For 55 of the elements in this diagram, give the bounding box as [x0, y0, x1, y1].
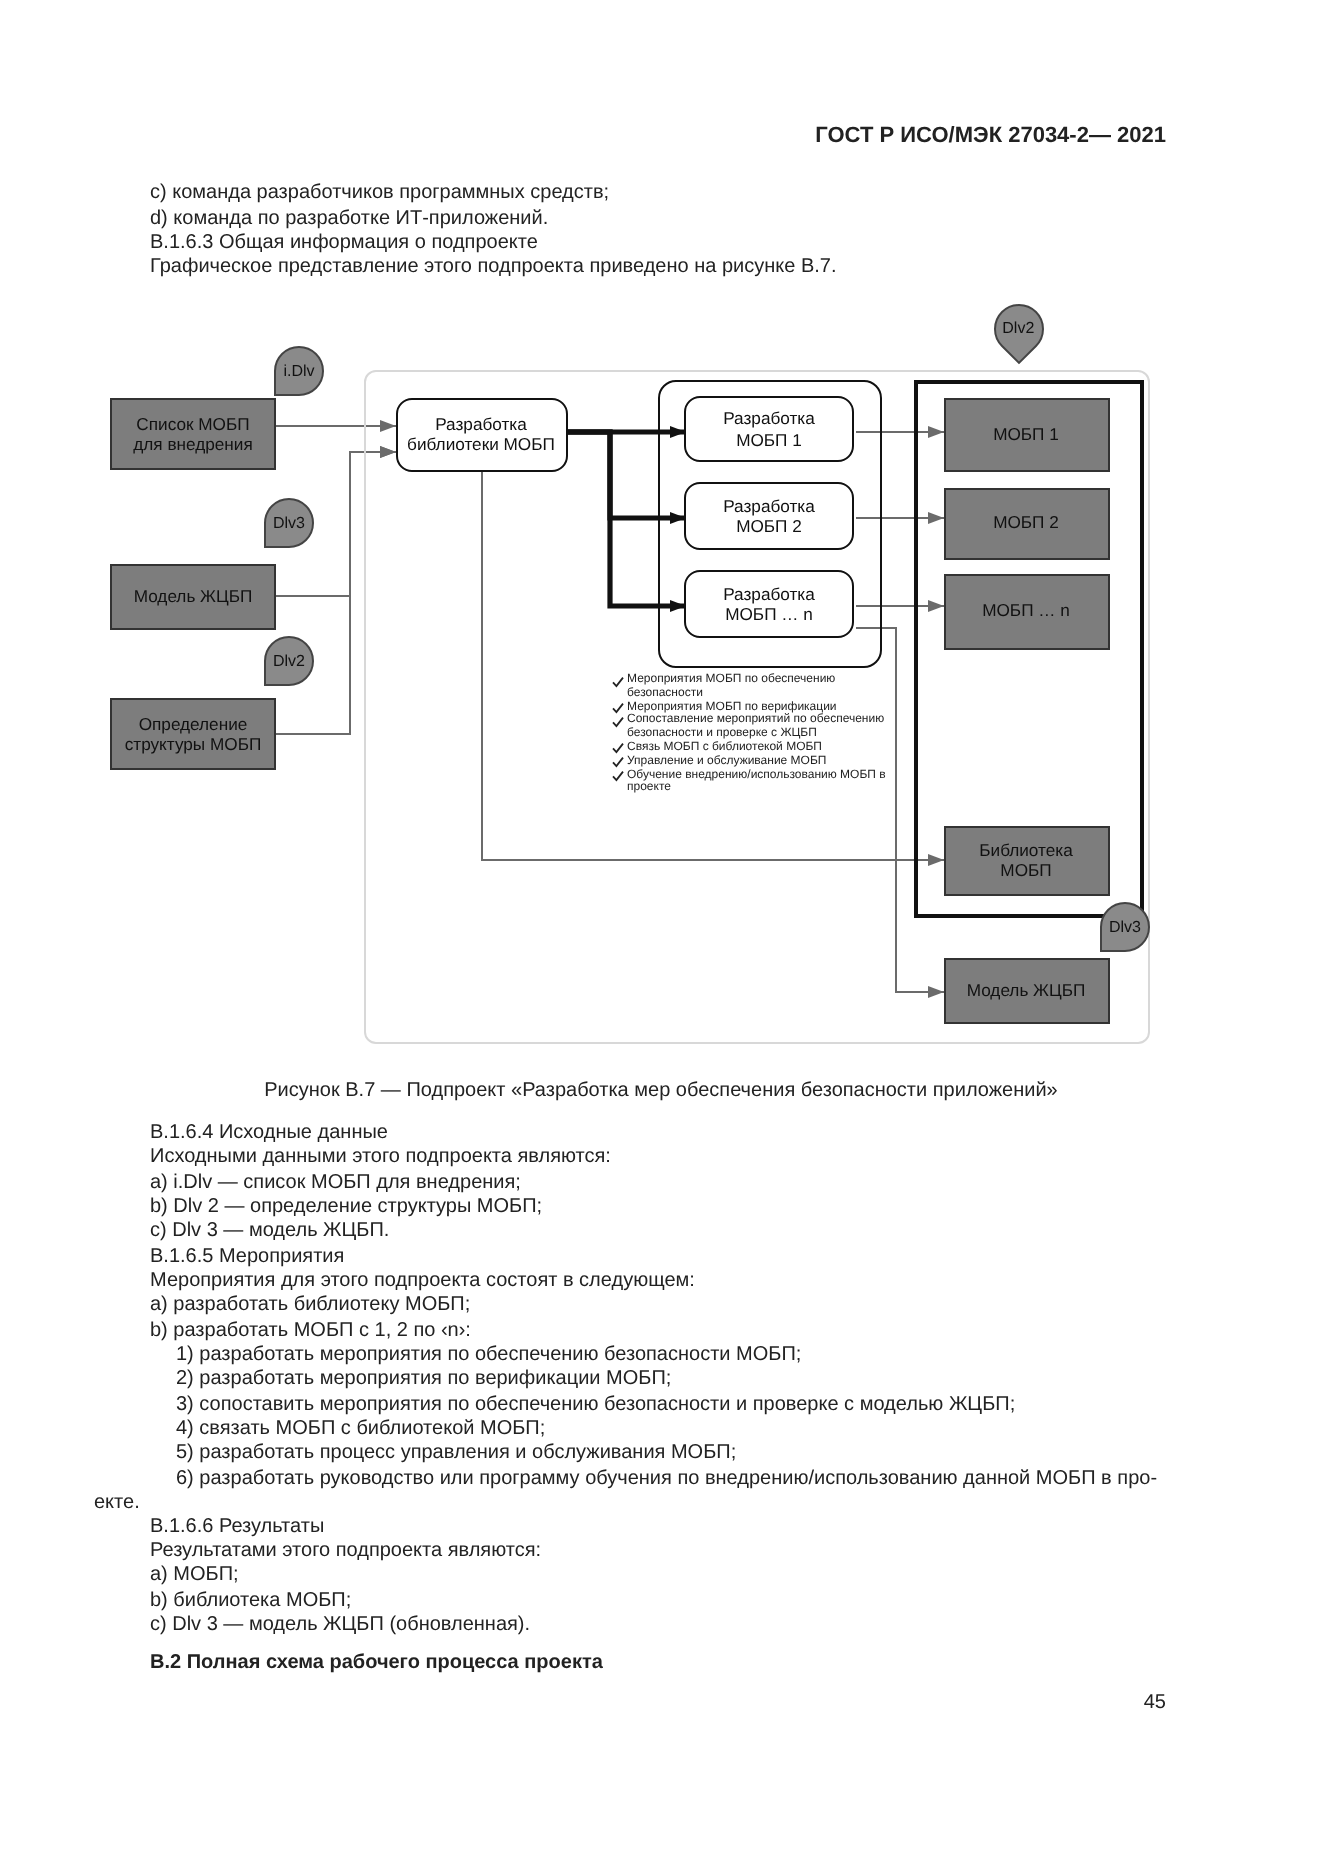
figure-caption: Рисунок В.7 — Подпроект «Разработка мер обеспечения безопасности приложений»	[262, 1080, 1060, 1104]
text-line: b) Dlv 2 — определение структуры МОБП;	[150, 1196, 543, 1220]
artifact-box: МОБП 1	[943, 397, 1109, 471]
text-line: a) разработать библиотеку МОБП;	[150, 1294, 471, 1318]
arrow	[275, 446, 397, 735]
arrow	[855, 512, 945, 524]
output-frame	[913, 379, 1143, 917]
text-line: Результатами этого подпроекта являются:	[150, 1540, 542, 1564]
artifact-box: Библиотека МОБП	[943, 825, 1109, 895]
arrow	[855, 600, 945, 612]
text-line: В.1.6.5 Мероприятия	[150, 1246, 345, 1270]
text-line: Исходными данными этого подпроекта являются:	[150, 1146, 611, 1170]
text-line: a) МОБП;	[150, 1564, 239, 1588]
text-line: 5) разработать процесс управления и обслуживания МОБП;	[176, 1442, 737, 1466]
arrow	[481, 471, 945, 866]
artifact-box: Список МОБП для внедрения	[110, 398, 276, 470]
artifact-box: Модель ЖЦБП	[110, 564, 276, 630]
artifact-box: МОБП … n	[943, 573, 1109, 649]
arrow	[275, 420, 397, 432]
text-line: a) i.Dlv — список МОБП для внедрения;	[150, 1172, 521, 1196]
callout-bubble: Dlv2	[264, 636, 314, 686]
text-line: c) Dlv 3 — модель ЖЦБП (обновленная).	[150, 1614, 531, 1638]
text-line: 3) сопоставить мероприятия по обеспечению безопасности и проверке с моделью ЖЦБП;	[176, 1394, 1016, 1418]
text-line: c) команда разработчиков программных средств;	[150, 182, 610, 206]
artifact-box: МОБП 2	[943, 487, 1109, 559]
process-box: Разработка библиотеки МОБП	[395, 397, 567, 471]
arrow	[855, 426, 945, 438]
artifact-box: Модель ЖЦБП	[943, 957, 1109, 1023]
process-box: Разработка МОБП 2	[684, 482, 854, 550]
text-line: b) библиотека МОБП;	[150, 1590, 352, 1614]
page-header: ГОСТ Р ИСО/МЭК 27034-2— 2021	[815, 124, 1166, 148]
paragraph: 6) разработать руководство или программу обучения по внедрению/использованию данной МОБП в про- екте.	[94, 1468, 1160, 1518]
text-line: В.1.6.4 Исходные данные	[150, 1122, 388, 1146]
text-line: Мероприятия для этого подпроекта состоят в следующем:	[150, 1270, 695, 1294]
text-line: d) команда по разработке ИТ-приложений.	[150, 208, 549, 232]
text-line: В.1.6.6 Результаты	[150, 1516, 325, 1540]
text-line: Графическое представление этого подпроекта приведено на рисунке В.7.	[150, 256, 837, 280]
text-line: 4) связать МОБП с библиотекой МОБП;	[176, 1418, 546, 1442]
process-box: Разработка МОБП 1	[684, 396, 854, 462]
callout-bubble: i.Dlv	[274, 346, 324, 396]
text-line: В.1.6.3 Общая информация о подпроекте	[150, 232, 538, 256]
section-heading: В.2 Полная схема рабочего процесса проекта	[150, 1652, 603, 1676]
text-line: b) разработать МОБП с 1, 2 по ‹n›:	[150, 1320, 471, 1344]
callout-bubble: Dlv3	[264, 498, 314, 548]
diagram-frame	[364, 370, 1150, 1044]
text-line: 2) разработать мероприятия по верификации МОБП;	[176, 1368, 672, 1392]
page-number: 45	[1143, 1692, 1166, 1716]
callout-bubble: Dlv3	[1100, 902, 1150, 952]
arrow	[568, 429, 686, 612]
text-line: 1) разработать мероприятия по обеспечению безопасности МОБП;	[176, 1344, 802, 1368]
arrow	[855, 627, 945, 998]
group-frame	[657, 379, 881, 667]
artifact-box: Определение структуры МОБП	[110, 698, 276, 770]
text-line: c) Dlv 3 — модель ЖЦБП.	[150, 1220, 390, 1244]
process-box: Разработка МОБП … n	[684, 570, 854, 638]
